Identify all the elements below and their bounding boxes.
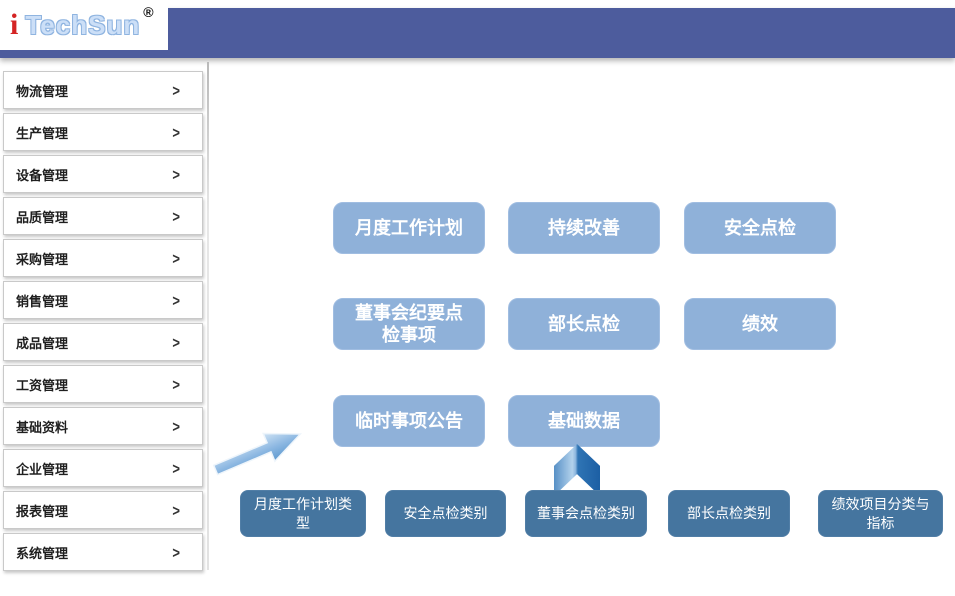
chevron-right-icon: > [172, 459, 180, 477]
tile-continuous-improvement[interactable]: 持续改善 [508, 202, 660, 254]
tile-minister-inspection[interactable]: 部长点检 [508, 298, 660, 350]
chevron-right-icon: > [172, 291, 180, 309]
chevron-up-arrow-icon [554, 444, 600, 496]
sidebar-item-label: 报表管理 [16, 503, 69, 519]
sidebar-item-label: 物流管理 [16, 83, 69, 99]
sidebar-item-label: 销售管理 [16, 293, 69, 309]
logo: i TechSun ® [0, 0, 168, 50]
sidebar-item-label: 基础资料 [16, 419, 69, 435]
chevron-right-icon: > [172, 123, 180, 141]
sidebar-item-label: 系统管理 [16, 545, 69, 561]
chevron-right-icon: > [172, 375, 180, 393]
registered-trademark-symbol: ® [143, 4, 154, 20]
sidebar-item-enterprise[interactable]: 企业管理 > [3, 449, 203, 487]
sidebar-item-system[interactable]: 系统管理 > [3, 533, 203, 571]
sidebar-item-label: 设备管理 [16, 167, 69, 183]
tile-performance[interactable]: 绩效 [684, 298, 836, 350]
sidebar-item-sales[interactable]: 销售管理 > [3, 281, 203, 319]
sidebar-item-wages[interactable]: 工资管理 > [3, 365, 203, 403]
diagonal-arrow-icon [212, 432, 303, 476]
tile-board-minutes-inspection[interactable]: 董事会纪要点检事项 [333, 298, 485, 350]
tile-temporary-announcements[interactable]: 临时事项公告 [333, 395, 485, 447]
chevron-right-icon: > [172, 81, 180, 99]
sidebar-item-label: 生产管理 [16, 125, 69, 141]
sidebar-item-equipment[interactable]: 设备管理 > [3, 155, 203, 193]
sidebar-item-label: 品质管理 [16, 209, 69, 225]
chevron-right-icon: > [172, 543, 180, 561]
cat-minister-inspection-category[interactable]: 部长点检类别 [668, 490, 790, 537]
sidebar-item-label: 企业管理 [16, 461, 69, 477]
tile-safety-inspection[interactable]: 安全点检 [684, 202, 836, 254]
tile-monthly-work-plan[interactable]: 月度工作计划 [333, 202, 485, 254]
chevron-right-icon: > [172, 249, 180, 267]
sidebar-item-label: 成品管理 [16, 335, 69, 351]
chevron-right-icon: > [172, 333, 180, 351]
chevron-right-icon: > [172, 165, 180, 183]
cat-monthly-work-plan-type[interactable]: 月度工作计划类型 [240, 490, 366, 537]
sidebar-item-quality[interactable]: 品质管理 > [3, 197, 203, 235]
sidebar-item-reports[interactable]: 报表管理 > [3, 491, 203, 529]
sidebar-item-logistics[interactable]: 物流管理 > [3, 71, 203, 109]
sidebar-item-procurement[interactable]: 采购管理 > [3, 239, 203, 277]
chevron-right-icon: > [172, 417, 180, 435]
logo-i-mark: i [10, 8, 19, 41]
logo-text: TechSun [25, 10, 141, 40]
chevron-right-icon: > [172, 207, 180, 225]
cat-board-inspection-category[interactable]: 董事会点检类别 [525, 490, 647, 537]
cat-performance-classification[interactable]: 绩效项目分类与指标 [818, 490, 943, 537]
sidebar-item-label: 工资管理 [16, 377, 69, 393]
cat-safety-inspection-category[interactable]: 安全点检类别 [385, 490, 506, 537]
sidebar-item-label: 采购管理 [16, 251, 69, 267]
sidebar-divider [207, 62, 209, 570]
sidebar-item-basic-data[interactable]: 基础资料 > [3, 407, 203, 445]
sidebar-item-production[interactable]: 生产管理 > [3, 113, 203, 151]
sidebar-item-finished-goods[interactable]: 成品管理 > [3, 323, 203, 361]
chevron-right-icon: > [172, 501, 180, 519]
tile-basic-data[interactable]: 基础数据 [508, 395, 660, 447]
